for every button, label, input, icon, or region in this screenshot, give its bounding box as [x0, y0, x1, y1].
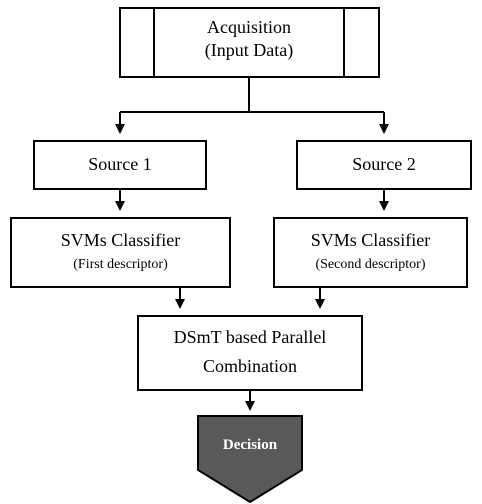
- source1-box: [33, 140, 207, 190]
- split-connector: [115, 77, 389, 134]
- combination-text: DSmT based Parallel Combination: [138, 326, 362, 377]
- source2-box: [296, 140, 472, 190]
- source2-label: Source 2: [352, 154, 416, 174]
- svm2-title: SVMs Classifier: [310, 230, 431, 250]
- acquisition-text: Acquisition (Input Data): [154, 16, 344, 61]
- svm2-box: [273, 217, 468, 288]
- svm2-text: SVMs Classifier (Second descriptor): [274, 229, 467, 273]
- acquisition-box: [119, 7, 380, 78]
- source1-text: Source 1: [34, 153, 206, 176]
- combination-box: [137, 315, 363, 391]
- svm2-subtitle: (Second descriptor): [315, 256, 426, 272]
- source2-text: Source 2: [297, 153, 471, 176]
- svm1-text: SVMs Classifier (First descriptor): [11, 229, 230, 273]
- acquisition-title: Acquisition: [207, 17, 291, 37]
- decision-label: Decision: [222, 437, 278, 453]
- decision-shape: [197, 415, 303, 504]
- svm1-subtitle: (First descriptor): [73, 256, 168, 272]
- source1-label: Source 1: [88, 154, 152, 174]
- acquisition-subtitle: (Input Data): [204, 39, 294, 60]
- svm1-title: SVMs Classifier: [60, 230, 181, 250]
- combination-title: DSmT based Parallel: [173, 327, 327, 347]
- combination-subtitle: Combination: [203, 355, 297, 376]
- svm1-box: [10, 217, 231, 288]
